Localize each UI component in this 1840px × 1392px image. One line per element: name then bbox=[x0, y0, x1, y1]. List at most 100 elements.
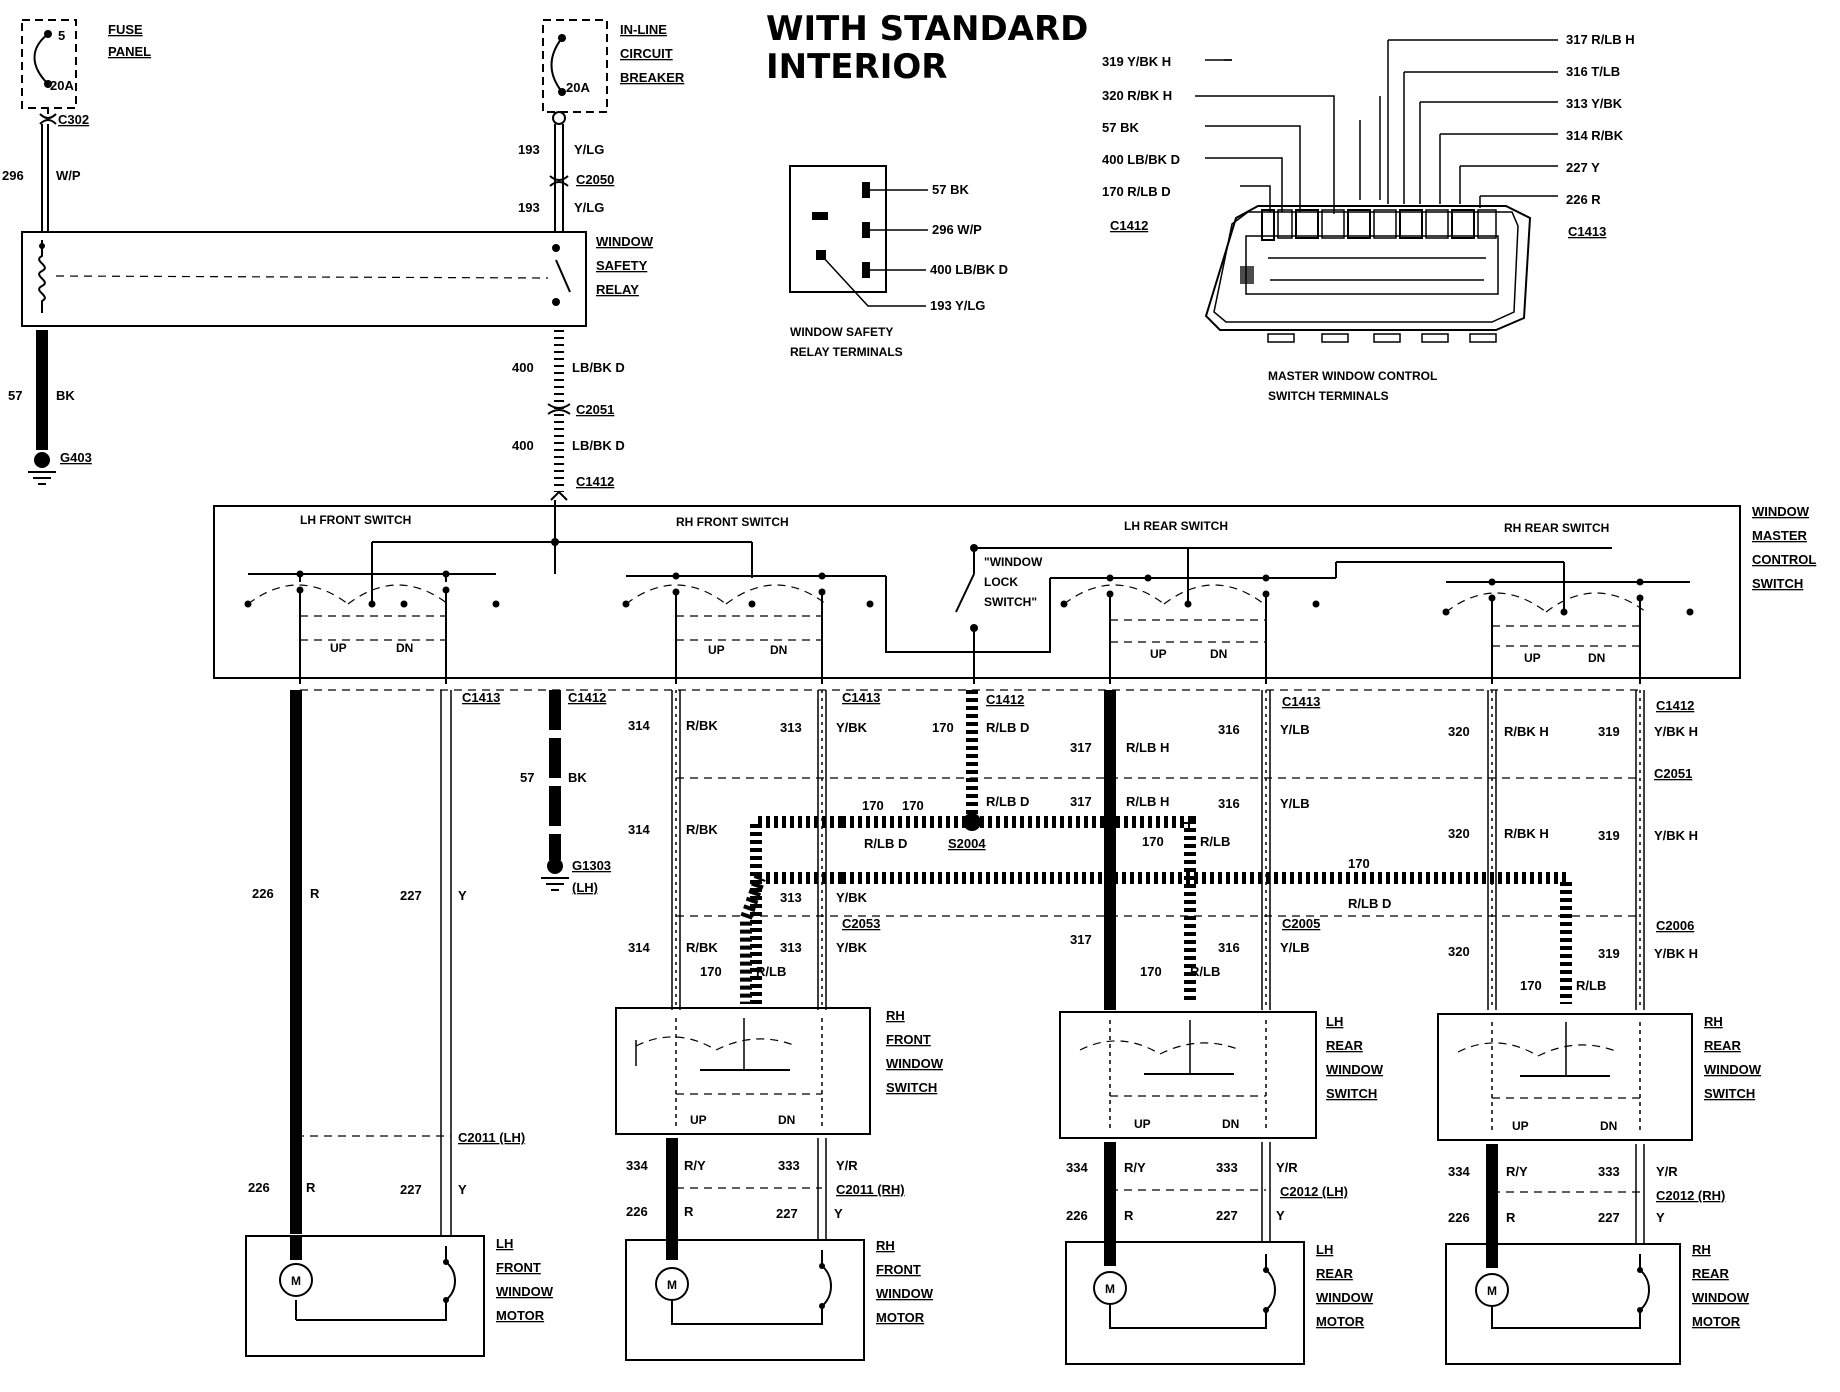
wire-400b-number: 400 bbox=[512, 438, 534, 453]
master-pin-227: 227 Y bbox=[1566, 160, 1600, 175]
w313-num-1: 313 bbox=[780, 720, 802, 735]
c2051-mid: C2051 bbox=[1654, 766, 1692, 781]
master-pin-400: 400 LB/BK D bbox=[1102, 152, 1180, 167]
lhr-switch-label-3: WINDOW bbox=[1326, 1062, 1384, 1077]
w334-num-2: 334 bbox=[1066, 1160, 1088, 1175]
wire-193: 193 Y/LG C2050 193 Y/LG bbox=[518, 124, 614, 232]
rhf-motor-label-1: RH bbox=[876, 1238, 895, 1253]
w316-color-1: Y/LB bbox=[1280, 722, 1310, 737]
w170-color-6: R/LB bbox=[756, 964, 786, 979]
lhr-switch-label-2: REAR bbox=[1326, 1038, 1363, 1053]
wire-57-color: BK bbox=[56, 388, 75, 403]
w313-color-1: Y/BK bbox=[836, 720, 868, 735]
c1412-a: C1412 bbox=[568, 690, 606, 705]
rh-front-window-switch: UP DN RH FRONT WINDOW SWITCH bbox=[615, 1007, 944, 1135]
master-pin-314: 314 R/BK bbox=[1566, 128, 1624, 143]
w319-num-3: 319 bbox=[1598, 946, 1620, 961]
w316-num-1: 316 bbox=[1218, 722, 1240, 737]
lhf-motor-label-3: WINDOW bbox=[496, 1284, 554, 1299]
connector-c1412-top: C1412 bbox=[576, 474, 614, 489]
lhf-dn: DN bbox=[396, 641, 413, 655]
relay-pin-193: 193 Y/LG bbox=[930, 298, 985, 313]
lock-label-3: SWITCH" bbox=[984, 595, 1037, 609]
w333-num-1: 333 bbox=[778, 1158, 800, 1173]
c2011-rh: C2011 (RH) bbox=[836, 1182, 905, 1197]
w333-num-3: 333 bbox=[1598, 1164, 1620, 1179]
w317-color-2: R/LB H bbox=[1126, 794, 1169, 809]
rhr-switch-label-2: REAR bbox=[1704, 1038, 1741, 1053]
wire-296-color: W/P bbox=[56, 168, 81, 183]
w227-num: 227 bbox=[400, 888, 422, 903]
wire-193b-number: 193 bbox=[518, 200, 540, 215]
master-terminals-caption-1: MASTER WINDOW CONTROL bbox=[1268, 369, 1437, 383]
breaker-label-1: IN-LINE bbox=[620, 22, 667, 37]
fuse-panel-label-1: FUSE bbox=[108, 22, 143, 37]
w57-mid-color: BK bbox=[568, 770, 587, 785]
c2053: C2053 bbox=[842, 916, 880, 931]
breaker-rating: 20A bbox=[566, 80, 590, 95]
w226-num-2: 226 bbox=[248, 1180, 270, 1195]
w170-num-4: 170 bbox=[1142, 834, 1164, 849]
w320-color-1: R/BK H bbox=[1504, 724, 1549, 739]
w170-num-3: 170 bbox=[862, 798, 884, 813]
wire-193a-color: Y/LG bbox=[574, 142, 604, 157]
relay-label-2: SAFETY bbox=[596, 258, 648, 273]
rhf-switch-label-4: SWITCH bbox=[886, 1080, 937, 1095]
lhr-motor-label-4: MOTOR bbox=[1316, 1314, 1365, 1329]
c2012-rh: C2012 (RH) bbox=[1656, 1188, 1725, 1203]
c1413-a: C1413 bbox=[462, 690, 500, 705]
rhr-motor-label-2: REAR bbox=[1692, 1266, 1729, 1281]
w320-num-3: 320 bbox=[1448, 944, 1470, 959]
wire-400b-color: LB/BK D bbox=[572, 438, 625, 453]
w227-num-4: 227 bbox=[1216, 1208, 1238, 1223]
w226-num: 226 bbox=[252, 886, 274, 901]
w226-color-4: R bbox=[1124, 1208, 1134, 1223]
section-lh-rear: LH REAR SWITCH bbox=[1124, 519, 1228, 533]
relay-pin-57: 57 BK bbox=[932, 182, 969, 197]
g1303-1: G1303 bbox=[572, 858, 611, 873]
w226-num-4: 226 bbox=[1066, 1208, 1088, 1223]
master-pin-319: 319 Y/BK H bbox=[1102, 54, 1171, 69]
rhr-motor-label-1: RH bbox=[1692, 1242, 1711, 1257]
w170-color-2: R/LB D bbox=[986, 794, 1029, 809]
c2006: C2006 bbox=[1656, 918, 1694, 933]
lh-rear-window-motor: M LH REAR WINDOW MOTOR bbox=[1065, 1241, 1374, 1365]
w334-color-3: R/Y bbox=[1506, 1164, 1528, 1179]
rhr-motor-label-3: WINDOW bbox=[1692, 1290, 1750, 1305]
master-pin-316: 316 T/LB bbox=[1566, 64, 1620, 79]
w319-color-1: Y/BK H bbox=[1654, 724, 1698, 739]
c1413-c: C1413 bbox=[1282, 694, 1320, 709]
w314-num-2: 314 bbox=[628, 822, 650, 837]
master-pin-320: 320 R/BK H bbox=[1102, 88, 1172, 103]
w313-num-2: 313 bbox=[780, 890, 802, 905]
w319-num-2: 319 bbox=[1598, 828, 1620, 843]
w227-color-5: Y bbox=[1656, 1210, 1665, 1225]
rhf-motor-label-2: FRONT bbox=[876, 1262, 921, 1277]
lhr-door-dn: DN bbox=[1222, 1117, 1239, 1131]
wire-57-number: 57 bbox=[8, 388, 22, 403]
fuse-rating: 20A bbox=[50, 78, 74, 93]
w314-color-1: R/BK bbox=[686, 718, 718, 733]
w320-num-2: 320 bbox=[1448, 826, 1470, 841]
w170-num-6: 170 bbox=[700, 964, 722, 979]
lhr-switch-label-1: LH bbox=[1326, 1014, 1343, 1029]
lh-rear-window-switch: UP DN LH REAR WINDOW SWITCH bbox=[1059, 1011, 1384, 1139]
c1412-c: C1412 bbox=[1656, 698, 1694, 713]
lhf-up: UP bbox=[330, 641, 347, 655]
w227-color-3: Y bbox=[834, 1206, 843, 1221]
lhr-door-up: UP bbox=[1134, 1117, 1151, 1131]
lhr-motor-label-3: WINDOW bbox=[1316, 1290, 1374, 1305]
lhr-motor-m: M bbox=[1105, 1282, 1115, 1296]
rhr-switch-label-4: SWITCH bbox=[1704, 1086, 1755, 1101]
w316-num-2: 316 bbox=[1218, 796, 1240, 811]
rhf-motor-m: M bbox=[667, 1278, 677, 1292]
w334-num-1: 334 bbox=[626, 1158, 648, 1173]
relay-pin-400: 400 LB/BK D bbox=[930, 262, 1008, 277]
lhf-motor-label-1: LH bbox=[496, 1236, 513, 1251]
rhr-up: UP bbox=[1524, 651, 1541, 665]
w227-num-2: 227 bbox=[400, 1182, 422, 1197]
rhr-door-up: UP bbox=[1512, 1119, 1529, 1133]
lock-label-2: LOCK bbox=[984, 575, 1018, 589]
rhr-door-dn: DN bbox=[1600, 1119, 1617, 1133]
